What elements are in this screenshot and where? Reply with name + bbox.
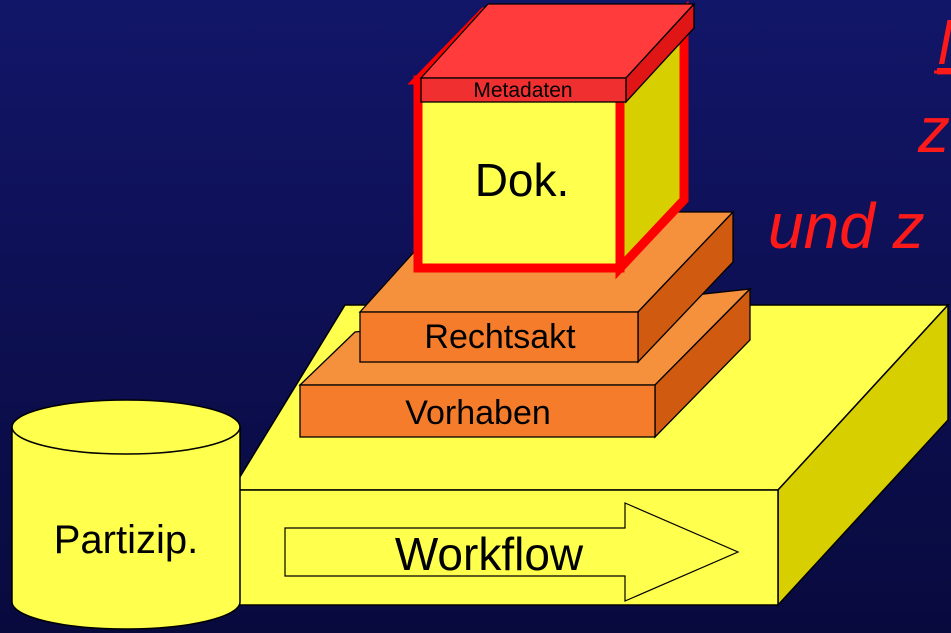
participation-label: Partizip. bbox=[54, 518, 199, 562]
metadata-label: Metadaten bbox=[473, 79, 572, 102]
legal-act-slab-front bbox=[359, 311, 639, 363]
overlay-caption: M z und z bbox=[768, 6, 951, 262]
workflow-arrow: Workflow bbox=[284, 502, 740, 602]
cylinder-body bbox=[11, 426, 241, 630]
overlay-line-1: M bbox=[937, 6, 951, 78]
overlay-line-3: und z bbox=[768, 190, 925, 262]
cylinder-top bbox=[11, 399, 241, 455]
metadata-lid: Metadaten bbox=[419, 2, 696, 104]
document-front bbox=[413, 75, 625, 273]
overlay-line-2: z bbox=[917, 94, 950, 166]
metadata-lid-front bbox=[420, 77, 627, 103]
document-label: Dok. bbox=[475, 154, 570, 206]
workflow-label: Workflow bbox=[395, 528, 584, 580]
participation-cylinder: Partizip. bbox=[11, 399, 241, 630]
project-label: Vorhaben bbox=[405, 394, 551, 432]
project-slab-front bbox=[299, 384, 656, 438]
legal-act-label: Rechtsakt bbox=[424, 318, 576, 356]
workflow-arrow-shape bbox=[284, 502, 740, 602]
